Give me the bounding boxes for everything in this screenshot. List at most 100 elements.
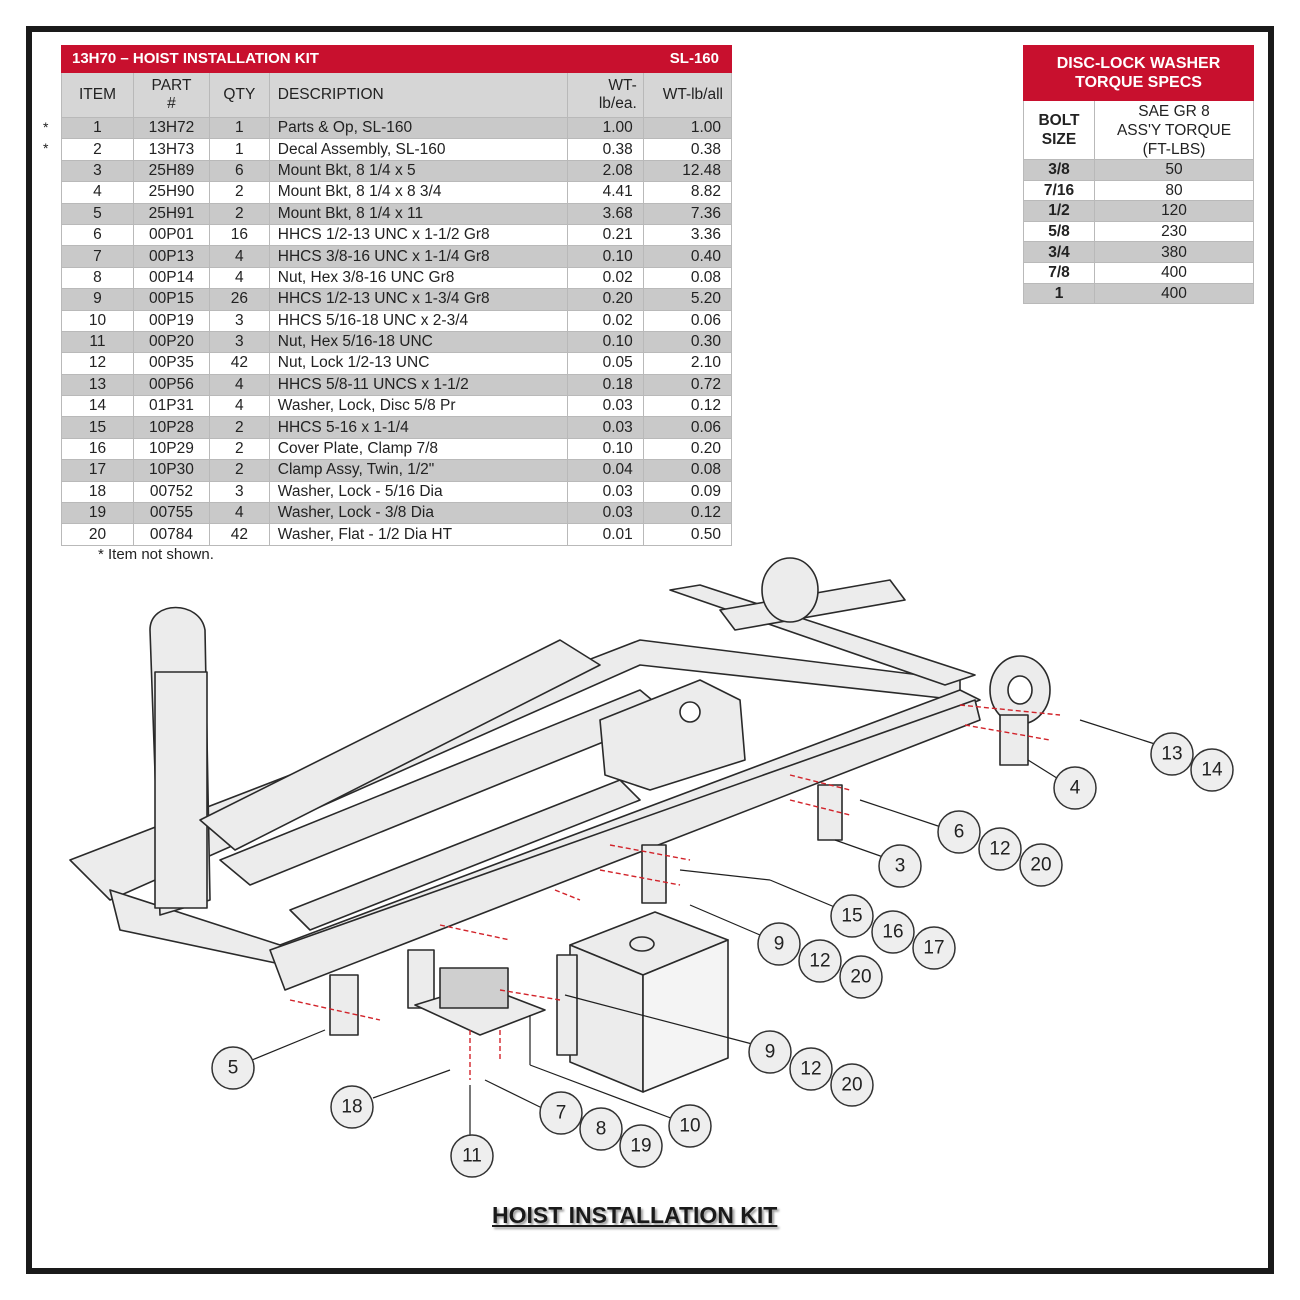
wt-all-cell: 0.20 — [642, 437, 733, 461]
callout-balloon: 6 — [937, 810, 981, 854]
tank-side — [642, 939, 729, 1093]
wt-each-cell: 0.01 — [566, 523, 644, 546]
item-cell: 12 — [61, 352, 134, 375]
item-cell: 20 — [61, 523, 134, 546]
description-cell: Nut, Hex 3/8-16 UNC Gr8 — [268, 266, 568, 290]
bolt-size-cell: 1/2 — [1023, 200, 1095, 222]
roller-hub — [1007, 675, 1033, 705]
wt-each-cell: 0.05 — [566, 352, 644, 375]
part-cell: 00P13 — [132, 245, 210, 268]
callout-balloon: 3 — [878, 844, 922, 888]
kit-header-row: ITEM PART# QTY DESCRIPTION WT-lb/ea. WT-… — [61, 72, 733, 118]
callout-number: 4 — [1070, 778, 1081, 799]
callout-balloon: 16 — [871, 910, 915, 954]
item-cell: 7 — [61, 245, 134, 268]
part-cell: 13H73 — [132, 138, 210, 161]
qty-cell: 1 — [208, 116, 270, 140]
torque-value-cell: 80 — [1094, 179, 1254, 202]
hoist-frame-linework — [69, 557, 1051, 1093]
callout-balloon: 14 — [1190, 748, 1234, 792]
qty-cell: 4 — [208, 266, 270, 290]
callout-number: 6 — [954, 822, 965, 843]
part-cell: 10P28 — [132, 416, 210, 439]
callout-number: 12 — [800, 1059, 821, 1080]
description-cell: Parts & Op, SL-160 — [268, 116, 568, 140]
not-shown-asterisk: * — [43, 119, 49, 135]
callout-balloon: 4 — [1053, 766, 1097, 810]
part-cell: 25H90 — [132, 181, 210, 204]
callout-balloon: 10 — [668, 1104, 712, 1148]
lift-cylinder-lower — [289, 779, 641, 931]
description-cell: Decal Assembly, SL-160 — [268, 138, 568, 161]
callout-balloon: 8 — [579, 1107, 623, 1151]
part-cell: 00P19 — [132, 309, 210, 332]
part-cell: 25H91 — [132, 202, 210, 225]
col-part: PART# — [132, 72, 210, 118]
leader-lines — [251, 719, 1159, 1135]
callout-number: 8 — [596, 1119, 607, 1140]
qty-cell: 4 — [208, 245, 270, 268]
wt-each-cell: 0.21 — [566, 223, 644, 247]
wt-all-cell: 0.72 — [642, 373, 733, 397]
wt-each-cell: 0.02 — [566, 266, 644, 290]
qty-cell: 3 — [208, 480, 270, 504]
item-cell: 4 — [61, 181, 134, 204]
item-cell: 6 — [61, 223, 134, 247]
callout-balloon: 12 — [789, 1047, 833, 1091]
callout-number: 20 — [841, 1075, 862, 1096]
torque-value-cell: 400 — [1094, 261, 1254, 284]
part-cell: 00752 — [132, 480, 210, 504]
wt-each-cell: 0.18 — [566, 373, 644, 397]
callout-number: 11 — [462, 1146, 482, 1167]
part-cell: 00P56 — [132, 373, 210, 397]
callout-balloon: 9 — [748, 1030, 792, 1074]
wt-all-cell: 8.82 — [642, 181, 733, 204]
wt-each-cell: 0.03 — [566, 395, 644, 418]
description-cell: HHCS 3/8-16 UNC x 1-1/4 Gr8 — [268, 245, 568, 268]
front-rail — [109, 689, 981, 966]
callout-number: 5 — [228, 1058, 239, 1079]
item-cell: 18 — [61, 480, 134, 504]
callout-number: 20 — [1030, 855, 1051, 876]
part-cell: 00P01 — [132, 223, 210, 247]
torque-value-cell: 120 — [1094, 200, 1254, 222]
col-qty: QTY — [208, 72, 270, 118]
callout-number: 12 — [809, 951, 830, 972]
col-description: DESCRIPTION — [268, 72, 568, 118]
description-cell: HHCS 5/16-18 UNC x 2-3/4 — [268, 309, 568, 332]
wt-each-cell: 0.10 — [566, 330, 644, 354]
qty-cell: 16 — [208, 223, 270, 247]
callout-number: 12 — [989, 839, 1010, 860]
description-cell: Mount Bkt, 8 1/4 x 11 — [268, 202, 568, 225]
qty-cell: 2 — [208, 437, 270, 461]
callout-number: 16 — [882, 922, 903, 943]
wt-all-cell: 0.50 — [642, 523, 733, 546]
col-item: ITEM — [61, 72, 134, 118]
callout-balloon: 20 — [839, 955, 883, 999]
kit-title-text: 13H70 – HOIST INSTALLATION KIT — [72, 50, 319, 67]
qty-cell: 6 — [208, 159, 270, 183]
wt-each-cell: 0.10 — [566, 245, 644, 268]
description-cell: HHCS 1/2-13 UNC x 1-1/2 Gr8 — [268, 223, 568, 247]
description-cell: Mount Bkt, 8 1/4 x 5 — [268, 159, 568, 183]
bolt-size-cell: 7/8 — [1023, 261, 1095, 284]
